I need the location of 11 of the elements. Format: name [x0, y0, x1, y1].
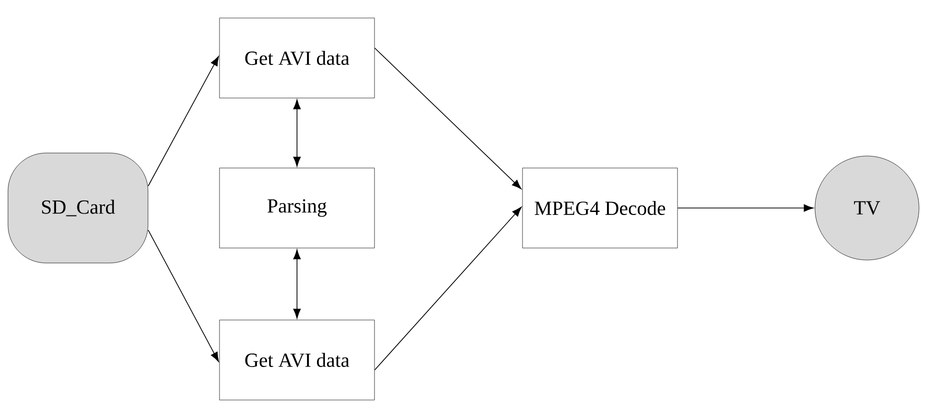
- process-box: Get AVI data: [219, 320, 375, 400]
- arrow: [148, 56, 219, 186]
- arrow: [293, 100, 301, 167]
- arrow: [374, 48, 522, 190]
- process-box: MPEG4 Decode: [522, 168, 678, 248]
- arrow: [293, 250, 301, 318]
- arrow: [677, 204, 814, 212]
- process-box: Get AVI data: [219, 18, 375, 98]
- process-box: Parsing: [219, 168, 375, 248]
- arrow: [374, 206, 522, 370]
- arrow: [148, 230, 219, 362]
